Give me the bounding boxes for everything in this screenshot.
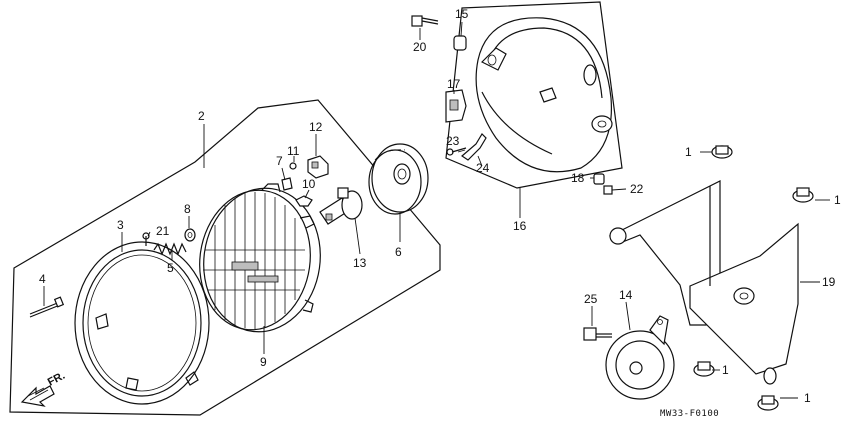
case-bracket-clip (445, 89, 467, 123)
callout-1b: 1 (834, 193, 841, 207)
socket-clip (281, 177, 293, 191)
callout-11: 11 (287, 144, 300, 158)
lens-pattern (203, 192, 305, 329)
horn (605, 315, 675, 400)
callout-20: 20 (413, 40, 427, 54)
callout-5: 5 (167, 261, 174, 275)
collar (593, 173, 605, 185)
front-direction-label: FR. (46, 370, 67, 389)
callout-24: 24 (476, 161, 490, 175)
callout-1a: 1 (685, 145, 692, 159)
front-direction-arrow-icon (20, 385, 55, 407)
dust-cover (368, 143, 429, 215)
callout-8: 8 (184, 202, 191, 216)
bulb-socket-connector (307, 155, 329, 179)
callout-22: 22 (630, 182, 644, 196)
callout-13: 13 (353, 256, 367, 270)
case-group-outline (445, 1, 623, 189)
drawing-code: MW33-F0100 (660, 409, 719, 419)
leader-lines (43, 21, 830, 399)
callout-1c: 1 (722, 363, 729, 377)
headlight-stay (608, 180, 799, 385)
flange-nut-a (711, 145, 733, 159)
callout-14: 14 (619, 288, 633, 302)
callout-10: 10 (302, 177, 316, 191)
callout-4: 4 (39, 272, 46, 286)
headlight-case (475, 17, 613, 173)
callout-25: 25 (584, 292, 598, 306)
callout-6: 6 (395, 245, 402, 259)
small-screw (446, 147, 467, 156)
socket-cap (289, 162, 297, 170)
headlight-unit (199, 183, 321, 333)
wire-guide (461, 133, 487, 161)
adjusting-screw (142, 232, 150, 246)
callout-1d: 1 (804, 391, 811, 405)
callout-19: 19 (822, 275, 836, 289)
callout-16: 16 (513, 219, 527, 233)
callout-21: 21 (156, 224, 170, 238)
retaining-spring (295, 195, 313, 207)
callout-3: 3 (117, 218, 124, 232)
adjusting-spring (153, 242, 187, 256)
headlight-rim (74, 241, 210, 405)
callout-7: 7 (276, 154, 283, 168)
horn-bolt (583, 327, 612, 341)
mounting-bolt (603, 185, 613, 195)
callout-15: 15 (455, 7, 469, 21)
callout-17: 17 (447, 77, 461, 91)
flange-nut-d (757, 395, 779, 411)
flange-nut-c (693, 361, 715, 377)
case-bolt (411, 15, 439, 27)
callout-18: 18 (571, 171, 585, 185)
headlight-group-outline (9, 99, 441, 416)
callout-9: 9 (260, 355, 267, 369)
callout-23: 23 (446, 134, 460, 148)
washer (184, 228, 196, 242)
headlight-bulb (319, 187, 363, 225)
grommet (453, 35, 467, 51)
callout-12: 12 (309, 120, 323, 134)
flange-nut-b (792, 187, 814, 203)
callout-2: 2 (198, 109, 205, 123)
callout-labels: 1 1 1 1 2 3 4 5 6 7 8 9 10 11 12 13 14 1… (39, 7, 841, 405)
rim-screw (29, 296, 65, 318)
